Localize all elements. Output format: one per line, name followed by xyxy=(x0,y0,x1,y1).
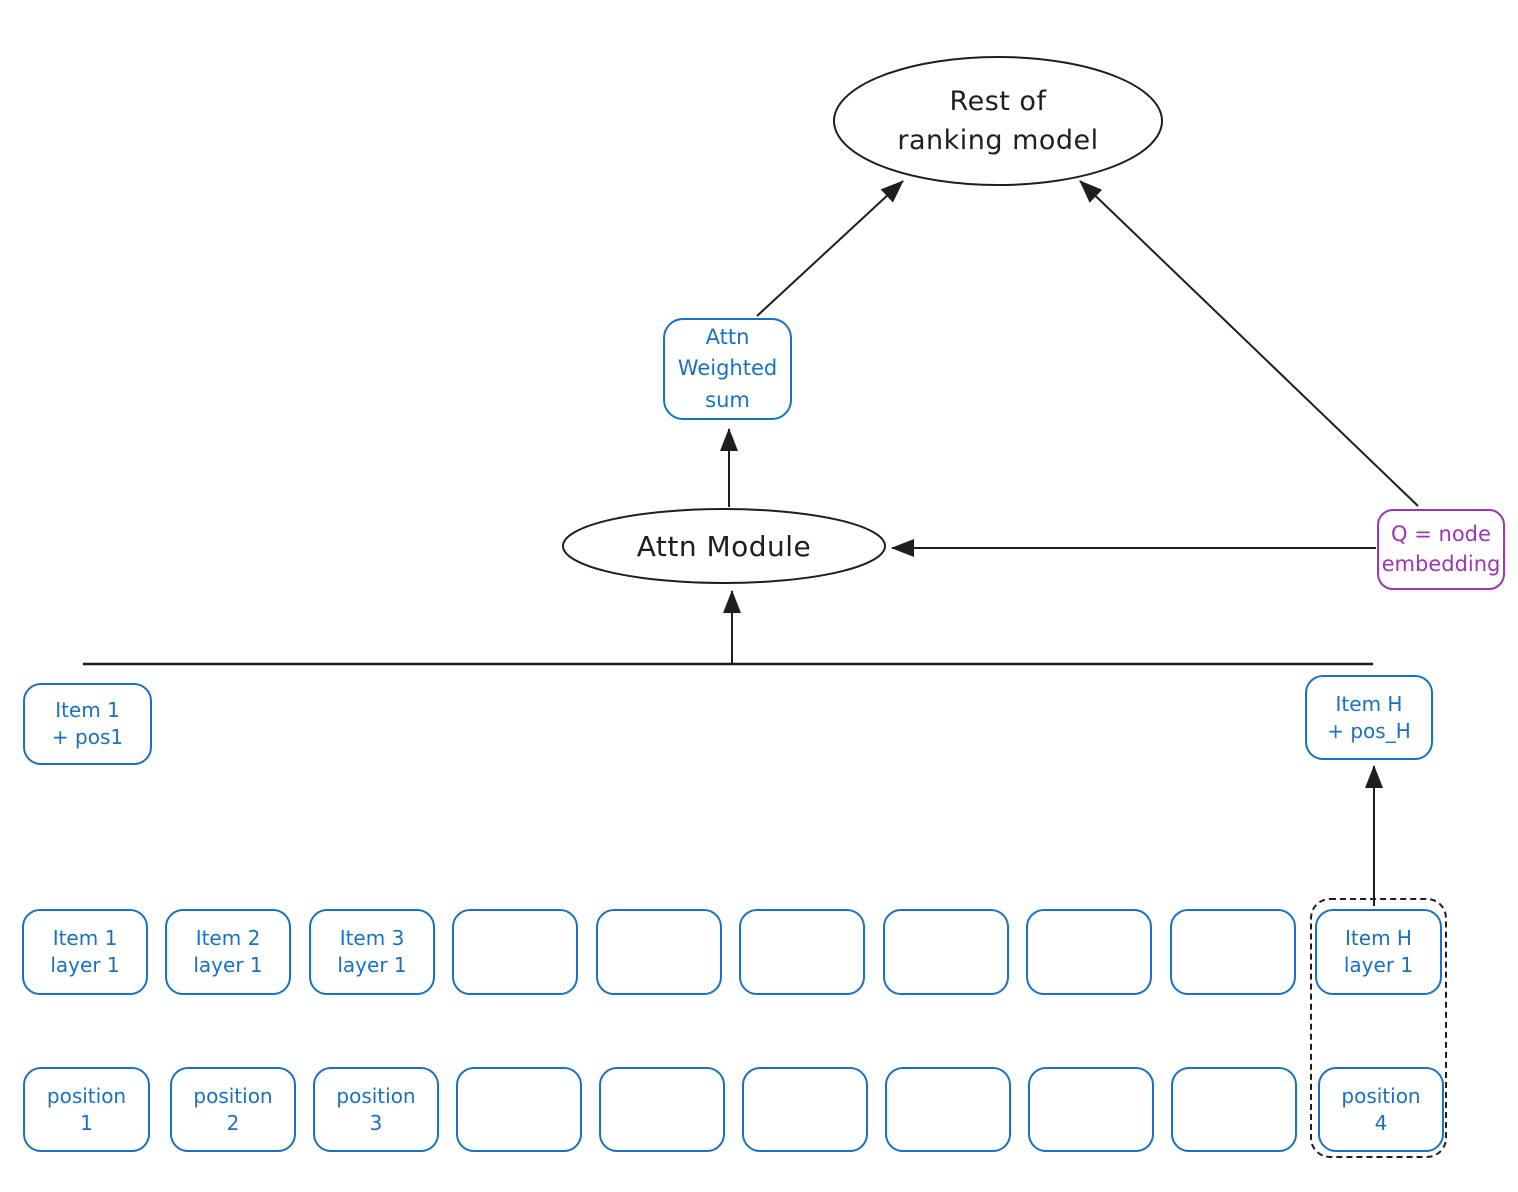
item-row-box-5 xyxy=(596,909,722,995)
itemH-group-dashed-outline xyxy=(1310,898,1447,1158)
q-node-embedding-line2: embedding xyxy=(1381,551,1501,576)
attn-weighted-sum-line2: Weighted xyxy=(677,356,778,381)
position-row-box-4 xyxy=(456,1067,582,1152)
attn-module-ellipse xyxy=(562,508,886,584)
item-row-box-6 xyxy=(739,909,865,995)
q-node-embedding-node: Q = node embedding xyxy=(1377,509,1505,590)
item-row-box-9 xyxy=(1170,909,1296,995)
position-row-box-5 xyxy=(599,1067,725,1152)
position-row-box-7 xyxy=(885,1067,1011,1152)
position-row-box-6 xyxy=(742,1067,868,1152)
item-row-box-4 xyxy=(452,909,578,995)
arrow-weighted-sum-to-rest xyxy=(756,180,904,317)
item1-pos1-node: Item 1 + pos1 xyxy=(23,683,152,765)
item-row-box-7 xyxy=(883,909,1009,995)
rest-of-ranking-model-ellipse xyxy=(833,56,1163,186)
position-row-box-8 xyxy=(1028,1067,1154,1152)
attn-weighted-sum-node: Attn Weighted sum xyxy=(663,318,792,420)
attn-weighted-sum-line3: sum xyxy=(705,387,750,412)
itemH-posH-node: Item H + pos_H xyxy=(1305,675,1433,760)
attn-weighted-sum-line1: Attn xyxy=(705,324,750,349)
item-row-box-8 xyxy=(1026,909,1152,995)
position-row-box-9 xyxy=(1171,1067,1297,1152)
arrow-q-to-rest xyxy=(1079,180,1419,507)
q-node-embedding-line1: Q = node xyxy=(1391,522,1491,547)
